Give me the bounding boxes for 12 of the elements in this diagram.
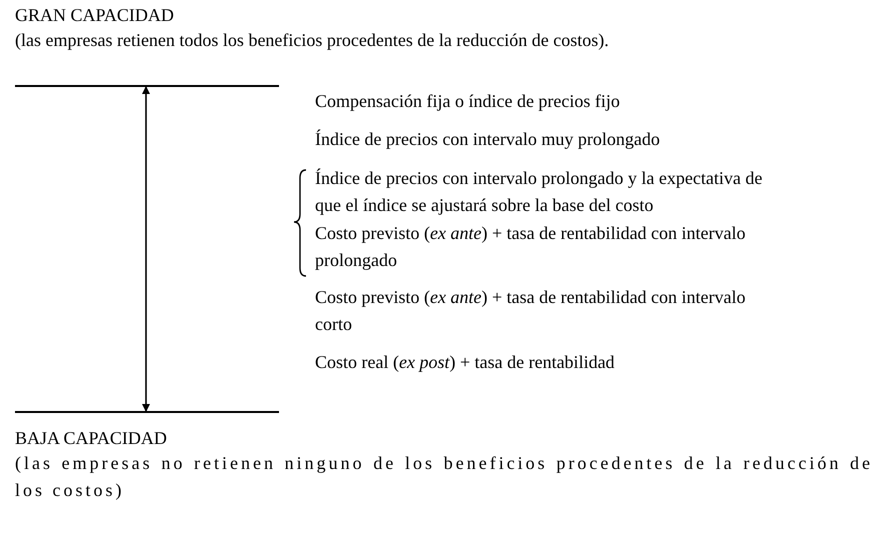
- list-item: Compensación fija o índice de precios fijo: [315, 90, 621, 113]
- boundary-line: [15, 411, 279, 413]
- list-item: Índice de precios con intervalo muy prolongado: [315, 128, 661, 151]
- list-item: Costo real (ex post) + tasa de rentabilidad: [315, 351, 616, 374]
- list-item: Costo previsto (ex ante) + tasa de rentabilidad con intervalo prolongado: [315, 222, 747, 272]
- heading: BAJA CAPACIDAD: [15, 427, 168, 450]
- list-item: Costo previsto (ex ante) + tasa de rentabilidad con intervalo corto: [315, 286, 747, 336]
- note: (las empresas retienen todos los beneficios procedentes de la reducción de costos).: [15, 29, 610, 52]
- note: (las empresas no retienen ninguno de los beneficios procedentes de la reducción de los costos): [15, 452, 873, 502]
- double-arrow: [142, 86, 150, 412]
- boundary-line: [15, 85, 279, 87]
- heading: GRAN CAPACIDAD: [15, 4, 175, 27]
